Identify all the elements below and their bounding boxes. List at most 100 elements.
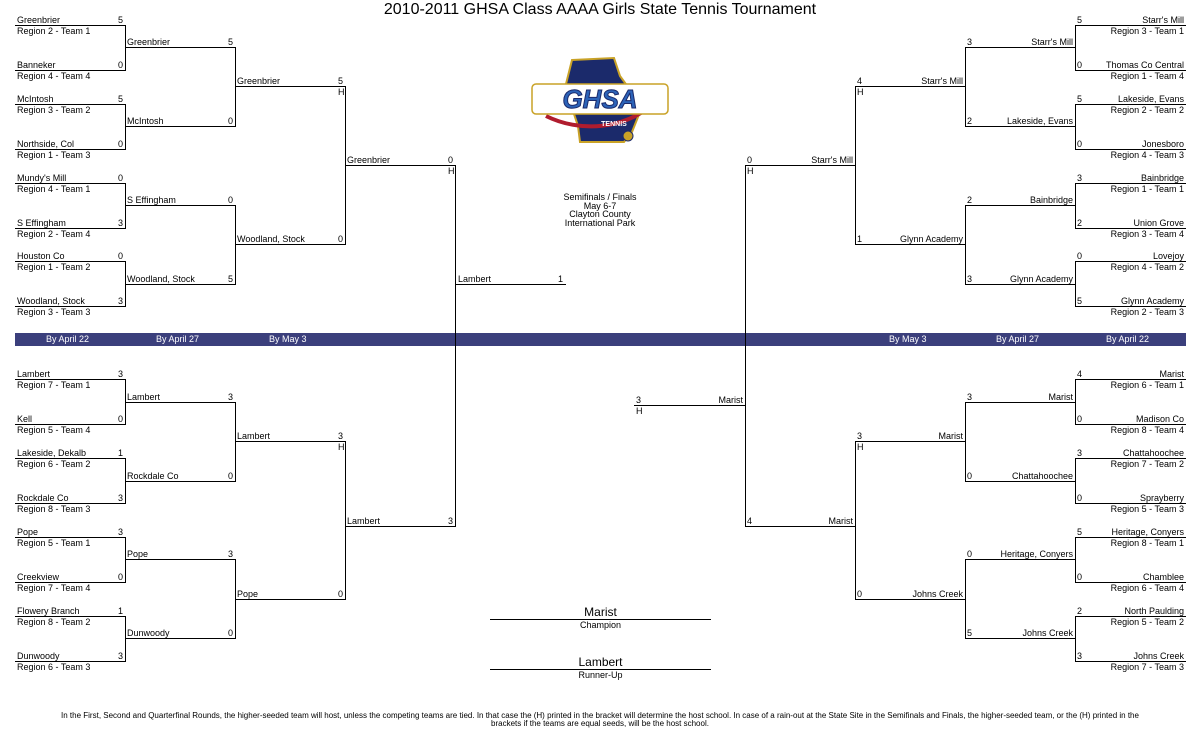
left-r3-0-host-marker: H	[338, 87, 345, 97]
left-r2-3-line	[125, 284, 235, 285]
left-r1-5-score: 3	[118, 218, 124, 228]
right-final-line	[634, 405, 745, 406]
right-r1-8-seed: Region 6 - Team 1	[1110, 380, 1184, 390]
right-final-host-marker: H	[636, 406, 643, 416]
right-r1-15-score: 3	[1077, 651, 1083, 661]
right-r4-0-line	[745, 165, 855, 166]
right-r4-1-line	[745, 526, 855, 527]
runner-up-box: Lambert Runner-Up	[490, 656, 711, 680]
right-r1-9-line	[1075, 424, 1186, 425]
event-info: Semifinals / Finals May 6-7 Clayton Coun…	[540, 193, 660, 227]
left-r1-6-seed: Region 1 - Team 2	[17, 262, 91, 272]
right-r3-connector-0	[855, 86, 856, 245]
right-r1-8-line	[1075, 379, 1186, 380]
left-r1-5-seed: Region 2 - Team 4	[17, 229, 91, 239]
left-r1-11-seed: Region 8 - Team 3	[17, 504, 91, 514]
left-r1-7-team-name: Woodland, Stock	[17, 296, 85, 306]
left-r1-11-score: 3	[118, 493, 124, 503]
left-r2-2-line	[125, 205, 235, 206]
right-r1-7-team-name: Glynn Academy	[1120, 296, 1184, 306]
left-r1-connector-1	[125, 104, 126, 150]
left-r1-14-seed: Region 8 - Team 2	[17, 617, 91, 627]
left-r1-10-score: 1	[118, 448, 124, 458]
left-r3-2-score: 3	[338, 431, 344, 441]
left-r2-1-line	[125, 126, 235, 127]
right-r1-14-line	[1075, 616, 1186, 617]
right-r2-connector-2	[965, 402, 966, 482]
left-r2-connector-1	[235, 205, 236, 285]
left-r2-0-line	[125, 47, 235, 48]
right-r2-connector-1	[965, 205, 966, 285]
right-r3-1-score: 1	[857, 234, 863, 244]
right-r1-connector-4	[1075, 379, 1076, 425]
right-r3-2-team-name: Marist	[938, 431, 964, 441]
right-r1-connector-2	[1075, 183, 1076, 229]
right-r1-13-line	[1075, 582, 1186, 583]
left-r4-0-line	[345, 165, 455, 166]
left-r1-9-team-name: Kell	[17, 414, 33, 424]
left-r1-connector-0	[125, 25, 126, 71]
right-r3-1-line	[855, 244, 965, 245]
right-r2-2-line	[965, 205, 1075, 206]
left-r1-12-team-name: Pope	[17, 527, 39, 537]
left-r1-9-seed: Region 5 - Team 4	[17, 425, 91, 435]
left-r1-14-team-name: Flowery Branch	[17, 606, 80, 616]
right-r2-5-line	[965, 481, 1075, 482]
left-r4-0-score: 0	[448, 155, 454, 165]
left-r4-1-score: 3	[448, 516, 454, 526]
right-r1-2-score: 5	[1077, 94, 1083, 104]
logo-banner	[531, 83, 669, 115]
info-venue: International Park	[564, 217, 636, 228]
right-r1-15-line	[1075, 661, 1186, 662]
left-r1-8-line	[15, 379, 125, 380]
right-r1-6-line	[1075, 261, 1186, 262]
left-r3-0-score: 5	[338, 76, 344, 86]
right-r1-7-line	[1075, 306, 1186, 307]
right-r1-9-score: 0	[1077, 414, 1083, 424]
left-r1-11-team-name: Rockdale Co	[17, 493, 69, 503]
left-r1-15-team-name: Dunwoody	[17, 651, 60, 661]
left-r2-7-score: 0	[228, 628, 234, 638]
info-county: Clayton County	[569, 209, 631, 219]
right-r1-1-seed: Region 1 - Team 4	[1110, 71, 1184, 81]
ghsa-logo: GHSA TENNIS	[531, 56, 669, 143]
right-r1-11-score: 0	[1077, 493, 1083, 503]
left-r2-1-score: 0	[228, 116, 234, 126]
right-r3-2-line	[855, 441, 965, 442]
right-r2-7-line	[965, 638, 1075, 639]
right-r1-4-score: 3	[1077, 173, 1083, 183]
left-r2-4-score: 3	[228, 392, 234, 402]
left-r1-9-score: 0	[118, 414, 124, 424]
left-r2-5-score: 0	[228, 471, 234, 481]
deadline-right-r3: By May 3	[889, 334, 927, 344]
right-r2-0-team-name: Starr's Mill	[1031, 37, 1073, 47]
right-r1-1-team-name: Thomas Co Central	[1105, 60, 1184, 70]
left-r1-connector-2	[125, 183, 126, 229]
champion-label: Champion	[579, 620, 622, 630]
right-r3-0-team-name: Starr's Mill	[921, 76, 963, 86]
left-r1-1-line	[15, 70, 125, 71]
left-r1-connector-7	[125, 616, 126, 662]
left-r1-15-line	[15, 661, 125, 662]
right-r1-12-line	[1075, 537, 1186, 538]
left-r1-1-score: 0	[118, 60, 124, 70]
left-r1-7-line	[15, 306, 125, 307]
right-r1-8-team-name: Marist	[1159, 369, 1185, 379]
left-r3-connector-1	[345, 441, 346, 600]
right-r2-4-score: 3	[967, 392, 973, 402]
right-r2-5-team-name: Chattahoochee	[1011, 471, 1073, 481]
left-r4-1-team-name: Lambert	[347, 516, 381, 526]
logo-text: GHSA	[562, 84, 637, 114]
left-r4-0-host-marker: H	[448, 166, 455, 176]
left-r1-0-team-name: Greenbrier	[17, 15, 61, 25]
left-r3-1-team-name: Woodland, Stock	[237, 234, 305, 244]
right-r2-2-score: 2	[967, 195, 973, 205]
right-r1-5-team-name: Union Grove	[1133, 218, 1184, 228]
left-r2-0-team-name: Greenbrier	[127, 37, 171, 47]
left-r1-1-team-name: Banneker	[17, 60, 56, 70]
right-r3-3-score: 0	[857, 589, 863, 599]
left-r2-6-team-name: Pope	[127, 549, 149, 559]
right-r1-12-seed: Region 8 - Team 1	[1110, 538, 1184, 548]
left-r1-7-score: 3	[118, 296, 124, 306]
runner-up-name: Lambert	[578, 655, 623, 669]
